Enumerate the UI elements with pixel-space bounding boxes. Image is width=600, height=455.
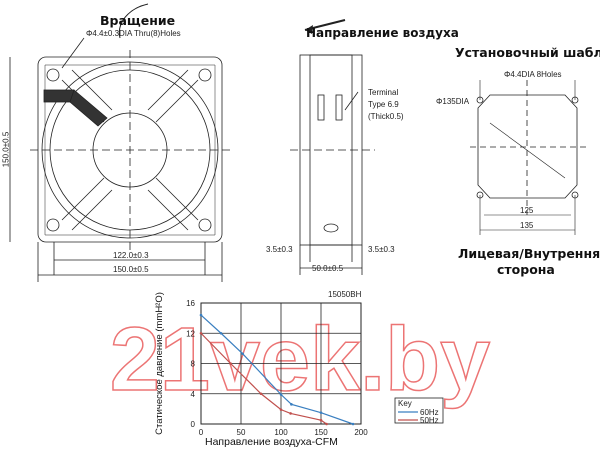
y-tick-label: 4 xyxy=(191,390,196,399)
airflow-label: Направление воздуха xyxy=(306,26,459,40)
hole-note: Φ4.4±0.3DIA Thru(8)Holes xyxy=(86,29,181,38)
template-side-label-1: Лицевая/Внутренняя xyxy=(458,246,600,261)
x-tick-label: 50 xyxy=(237,428,246,437)
data-point-60Hz xyxy=(241,352,244,355)
data-point-60Hz xyxy=(290,403,293,406)
terminal-note-2: Type 6.9 xyxy=(368,100,399,109)
side-view-drawing xyxy=(290,19,375,275)
legend-label-50Hz: 50Hz xyxy=(420,416,439,425)
data-point-60Hz xyxy=(279,393,283,396)
terminal-note-1: Terminal xyxy=(368,88,399,97)
data-point-50Hz xyxy=(325,422,328,426)
watermark-logo: 21vek.by xyxy=(110,310,490,410)
template-title: Установочный шаблон xyxy=(455,45,600,60)
hole-spacing-dim: 122.0±0.3 xyxy=(113,251,149,260)
flange-left-dim: 3.5±0.3 xyxy=(266,245,293,254)
chart-title: 15050BH xyxy=(328,290,362,299)
flange-right-dim: 3.5±0.3 xyxy=(368,245,395,254)
data-point-50Hz xyxy=(259,392,263,396)
data-point-50Hz xyxy=(319,418,323,422)
rotation-label: Вращение xyxy=(100,13,176,28)
data-point-50Hz xyxy=(289,412,292,415)
terminal-note-3: (Thick0.5) xyxy=(368,112,404,121)
y-tick-label: 16 xyxy=(186,299,195,308)
y-tick-label: 0 xyxy=(191,420,196,429)
data-point-50Hz xyxy=(229,362,232,365)
legend-label-60Hz: 60Hz xyxy=(420,408,439,417)
x-tick-label: 150 xyxy=(314,428,328,437)
x-tick-label: 0 xyxy=(199,428,204,437)
data-point-60Hz xyxy=(319,411,323,414)
front-view-drawing xyxy=(9,3,232,282)
x-tick-label: 200 xyxy=(354,428,368,437)
template-inner-dim: 125 xyxy=(520,206,534,215)
depth-dim: 50.0±0.5 xyxy=(312,264,344,273)
data-point-60Hz xyxy=(199,313,203,317)
template-hole-note: Φ4.4DIA 8Holes xyxy=(504,70,562,79)
template-circle-dim: Φ135DIA xyxy=(436,97,470,106)
data-point-60Hz xyxy=(219,331,223,335)
chart-ylabel: Статическое давление (mmH²O) xyxy=(153,292,165,435)
data-point-50Hz xyxy=(279,408,283,411)
data-point-60Hz xyxy=(351,422,355,426)
template-outer-dim: 135 xyxy=(520,221,534,230)
template-drawing xyxy=(470,80,590,235)
y-tick-label: 8 xyxy=(191,360,196,369)
data-point-50Hz xyxy=(199,331,203,335)
airflow-arrow-icon xyxy=(305,25,313,34)
y-tick-label: 12 xyxy=(186,329,195,338)
x-tick-label: 100 xyxy=(274,428,288,437)
height-dim: 150.0±0.5 xyxy=(1,131,11,168)
legend-title: Key xyxy=(398,399,412,408)
template-side-label-2: сторона xyxy=(497,262,555,277)
width-dim: 150.0±0.5 xyxy=(113,265,149,274)
chart-xlabel: Направление воздуха-CFM xyxy=(205,436,338,448)
legend-box xyxy=(394,397,444,424)
